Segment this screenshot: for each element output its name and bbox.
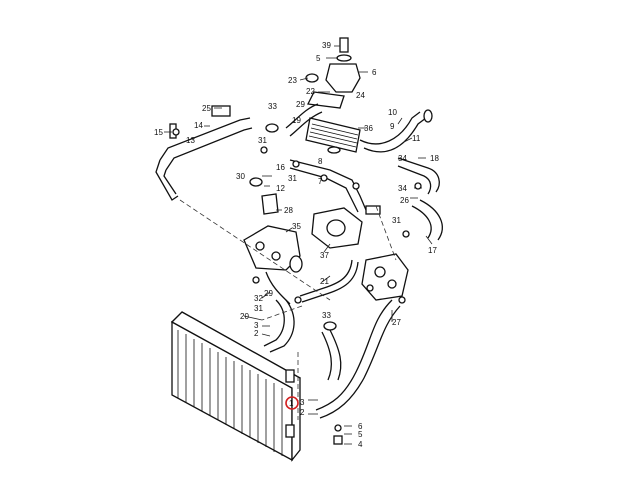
lower-hose-right — [315, 299, 401, 419]
callout-16: 16 — [276, 163, 285, 172]
callout-labels: 39 5 6 23 22 24 25 33 29 19 36 10 9 11 1… — [154, 41, 439, 449]
callout-23: 23 — [288, 76, 297, 85]
coolant-housing-right — [361, 253, 409, 301]
oil-cooler — [305, 117, 361, 154]
callout-4: 4 — [358, 440, 363, 449]
callout-32: 32 — [254, 294, 263, 303]
callout-34b: 34 — [398, 184, 407, 193]
callout-31b: 31 — [288, 174, 297, 183]
fasteners — [172, 128, 422, 445]
thermostat-housing — [243, 177, 303, 273]
pipe-21 — [299, 259, 359, 303]
callout-36: 36 — [364, 124, 373, 133]
callout-22: 22 — [306, 87, 315, 96]
callout-29: 29 — [296, 100, 305, 109]
callout-10: 10 — [388, 108, 397, 117]
callout-19: 19 — [292, 116, 301, 125]
callout-5: 5 — [316, 54, 321, 63]
callout-3: 3 — [254, 321, 259, 330]
callout-20: 20 — [240, 312, 249, 321]
callout-14: 14 — [194, 121, 203, 130]
coolant-flange-upper — [305, 37, 361, 109]
callout-33: 33 — [268, 102, 277, 111]
callout-12: 12 — [276, 184, 285, 193]
callout-26: 26 — [400, 196, 409, 205]
callout-15: 15 — [154, 128, 163, 137]
hose-upper — [265, 103, 323, 137]
callout-31d: 31 — [254, 304, 263, 313]
coolant-pipe — [155, 105, 253, 201]
highlight-circle — [285, 396, 299, 410]
callout-8: 8 — [318, 157, 323, 166]
flange-middle — [289, 159, 381, 215]
callout-27: 27 — [392, 318, 401, 327]
hose-right — [359, 109, 443, 241]
callout-7: 7 — [318, 177, 323, 186]
callout-1: 1 — [289, 399, 294, 408]
callout-2b: 2 — [300, 408, 305, 417]
callout-3b: 3 — [300, 398, 305, 407]
flange-gasket — [311, 207, 363, 249]
callout-18: 18 — [430, 154, 439, 163]
callout-30: 30 — [236, 172, 245, 181]
callout-31c: 31 — [392, 216, 401, 225]
callout-34: 34 — [398, 154, 407, 163]
callout-2: 2 — [254, 329, 259, 338]
callout-37: 37 — [320, 251, 329, 260]
callout-6b: 6 — [358, 422, 363, 431]
callout-11: 11 — [412, 134, 421, 143]
callout-9: 9 — [390, 122, 395, 131]
reference-lines — [179, 199, 397, 420]
callout-17: 17 — [428, 246, 437, 255]
lower-hose-left — [263, 271, 295, 353]
callout-28: 28 — [284, 206, 293, 215]
callout-21: 21 — [320, 277, 329, 286]
radiator — [170, 311, 301, 462]
callout-33b: 33 — [322, 311, 331, 320]
callout-6: 6 — [372, 68, 377, 77]
leader-lines — [164, 45, 433, 445]
callout-39: 39 — [322, 41, 331, 50]
callout-25: 25 — [202, 104, 211, 113]
callout-5b: 5 — [358, 430, 363, 439]
callout-24: 24 — [356, 91, 365, 100]
callout-35: 35 — [292, 222, 301, 231]
callout-31: 31 — [258, 136, 267, 145]
callout-29b: 29 — [264, 289, 273, 298]
callout-13: 13 — [186, 136, 195, 145]
